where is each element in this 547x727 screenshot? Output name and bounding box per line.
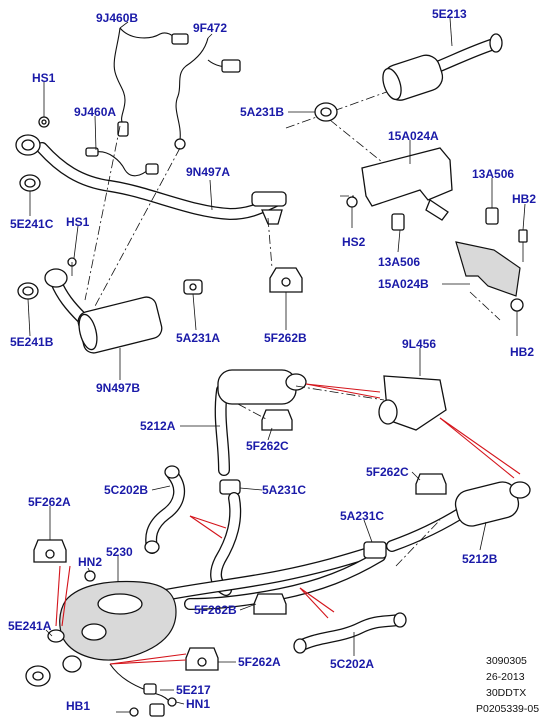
label-5E213: 5E213 [432, 7, 467, 21]
reference-line-3: 30DDTX [486, 687, 526, 699]
reference-line-2: 26-2013 [486, 671, 525, 683]
label-5F262C-left: 5F262C [246, 439, 289, 453]
label-5E217: 5E217 [176, 683, 211, 697]
label-13A506-right: 13A506 [472, 167, 514, 181]
leader-lines [27, 17, 526, 705]
clamp-5A231C-right [363, 541, 387, 559]
label-HN1: HN1 [186, 697, 210, 711]
label-5E241C: 5E241C [10, 217, 54, 231]
assembly-centerlines-upper [84, 79, 501, 321]
label-HS2: HS2 [342, 235, 366, 249]
pipe-5C202A [293, 612, 407, 654]
insulator-5F262C-right [415, 473, 447, 495]
label-5F262C-right: 5F262C [366, 465, 409, 479]
red-callout-lines [55, 383, 521, 665]
oxygen-sensor-9J460A [85, 147, 159, 177]
label-HS1-top: HS1 [32, 71, 56, 85]
assembly-centerlines-lower [237, 385, 441, 567]
label-5A231C-right: 5A231C [340, 509, 384, 523]
rear-silencer-5212A [214, 369, 307, 476]
label-5C202B: 5C202B [104, 483, 148, 497]
label-5212A: 5212A [140, 419, 176, 433]
label-HS1-mid: HS1 [66, 215, 90, 229]
label-5A231C-left: 5A231C [262, 483, 306, 497]
label-15A024B: 15A024B [378, 277, 429, 291]
hs1-bolt-mid [67, 257, 77, 276]
hs2-bolt [346, 196, 358, 228]
label-5E241A: 5E241A [8, 619, 52, 633]
reference-block: 3090305 26-2013 30DDTX P0205339-05 [476, 655, 539, 715]
oxygen-sensor-9J460B [113, 27, 189, 137]
insulator-5F262A-bottom [185, 647, 219, 671]
mid-pipe-section [154, 504, 472, 610]
sensor-5E217 [109, 663, 169, 717]
gasket-5E241C [19, 174, 41, 192]
clip-13A506-right [485, 207, 499, 225]
gasket-5E241B [17, 282, 39, 300]
label-13A506-mid: 13A506 [378, 255, 420, 269]
insulator-5F262B-bottom [253, 593, 287, 615]
label-5A231A: 5A231A [176, 331, 220, 345]
label-5F262A-left: 5F262A [28, 495, 71, 509]
rear-silencer-5212B [454, 481, 531, 527]
part-labels: 9J460B 9F472 5E213 HS1 9J460A 5A231B 15A… [8, 7, 536, 713]
label-5212B: 5212B [462, 552, 498, 566]
hb2-bolt-bottom [510, 298, 524, 336]
insulator-5F262C-left [261, 409, 293, 431]
label-5E241B: 5E241B [10, 335, 54, 349]
hn1-nut [167, 697, 177, 707]
front-pipe-9N497A [15, 134, 287, 225]
bracket-15A024B [455, 241, 521, 297]
clip-13A506-mid [391, 213, 405, 231]
hb2-bolt-top [518, 229, 528, 262]
tail-trim-9L456 [378, 375, 447, 431]
catalyst-9N497B [44, 268, 163, 354]
label-15A024A: 15A024A [388, 129, 439, 143]
label-5F262B-bottom: 5F262B [194, 603, 237, 617]
mount-5A231B [314, 102, 338, 122]
bracket-15A024A [361, 147, 453, 221]
oxygen-sensor-9F472 [174, 37, 241, 150]
label-5A231B: 5A231B [240, 105, 284, 119]
label-5F262A-bottom: 5F262A [238, 655, 281, 669]
label-HN2: HN2 [78, 555, 102, 569]
label-HB2-top: HB2 [512, 192, 536, 206]
label-9J460A: 9J460A [74, 105, 116, 119]
catalyst-assembly-5230 [59, 580, 177, 661]
label-5230: 5230 [106, 545, 133, 559]
reference-line-1: 3090305 [486, 655, 527, 667]
pipe-5C202B [144, 465, 186, 554]
label-9F472: 9F472 [193, 21, 227, 35]
intermediate-pipe-center [210, 492, 242, 596]
resonator-5E213 [382, 33, 503, 101]
hs1-bolt-top [38, 116, 50, 128]
label-HB1: HB1 [66, 699, 90, 713]
insulator-5F262B-top [269, 267, 303, 293]
insulator-5F262A-left [33, 539, 67, 563]
hn2-nut [84, 570, 96, 582]
hb1-bolt [116, 707, 139, 717]
label-9N497A: 9N497A [186, 165, 230, 179]
reference-line-4: P0205339-05 [476, 703, 539, 715]
clamp-5A231C-left [219, 479, 241, 495]
mount-5A231A [183, 279, 203, 295]
label-9L456: 9L456 [402, 337, 436, 351]
label-HB2-bottom: HB2 [510, 345, 534, 359]
label-9J460B: 9J460B [96, 11, 138, 25]
label-5C202A: 5C202A [330, 657, 374, 671]
label-9N497B: 9N497B [96, 381, 140, 395]
flange-lower [25, 655, 82, 687]
gasket-5E241A [47, 629, 65, 643]
label-5F262B-top: 5F262B [264, 331, 307, 345]
